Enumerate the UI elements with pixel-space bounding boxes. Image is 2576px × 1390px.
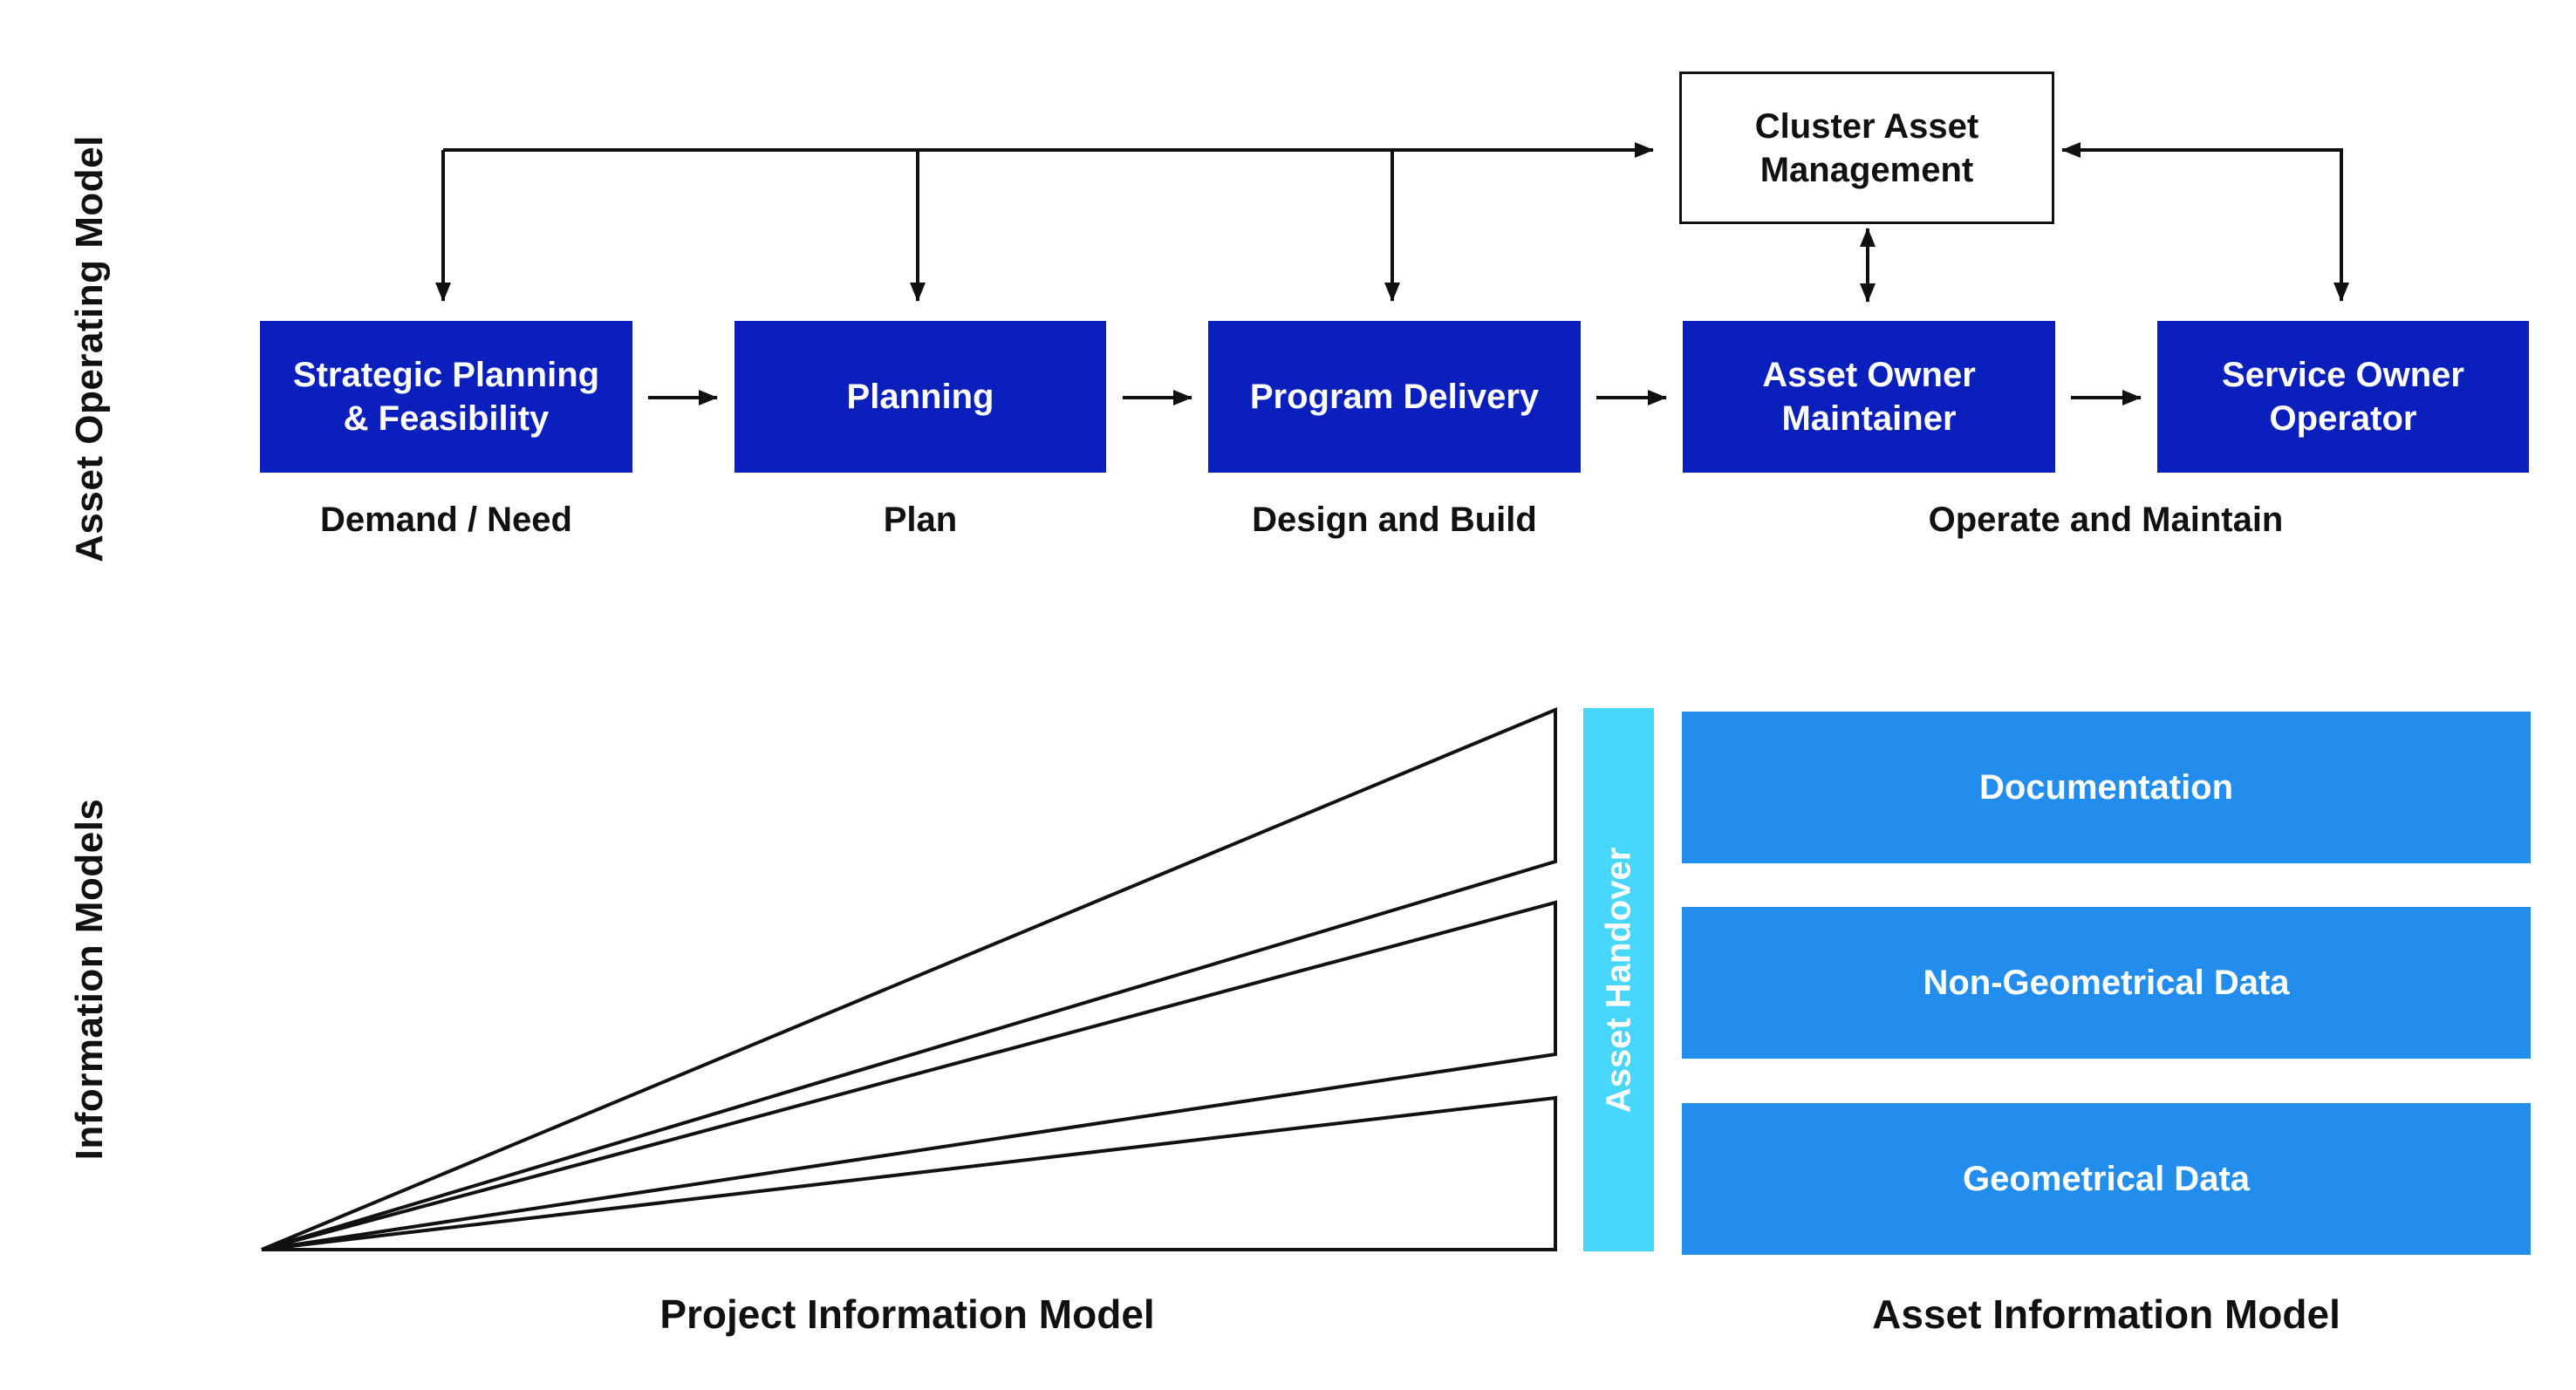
phase-label-operate-maintain: Operate and Maintain [1928, 501, 2284, 539]
asset-operating-model-label: Asset Operating Model [68, 135, 111, 562]
non-geometrical-data-block: Non-Geometrical Data [1682, 907, 2531, 1059]
program-delivery-box: Program Delivery [1208, 321, 1581, 473]
right-loop-line [2066, 148, 2343, 301]
asset-handover-label: Asset Handover [1599, 847, 1637, 1113]
asset-handover-bar: Asset Handover [1583, 708, 1654, 1251]
wedge-non-geometrical [261, 900, 1557, 1251]
geometrical-data-block: Geometrical Data [1682, 1103, 2531, 1255]
project-information-model-label: Project Information Model [659, 1291, 1155, 1337]
information-models-label: Information Models [68, 798, 111, 1161]
documentation-block: Documentation [1682, 712, 2531, 863]
planning-box: Planning [735, 321, 1106, 473]
asset-owner-maintainer-box: Asset Owner Maintainer [1683, 321, 2055, 473]
service-owner-operator-box: Service Owner Operator [2157, 321, 2529, 473]
wedge-geometrical [261, 1095, 1557, 1251]
phase-label-plan: Plan [883, 501, 958, 539]
wedge-documentation [261, 706, 1557, 1251]
asset-information-model-label: Asset Information Model [1872, 1291, 2340, 1337]
cluster-asset-management-box: Cluster Asset Management [1679, 72, 2054, 224]
phase-label-demand: Demand / Need [320, 501, 572, 539]
strategic-planning-box: Strategic Planning & Feasibility [260, 321, 632, 473]
phase-label-design-build: Design and Build [1252, 501, 1537, 539]
